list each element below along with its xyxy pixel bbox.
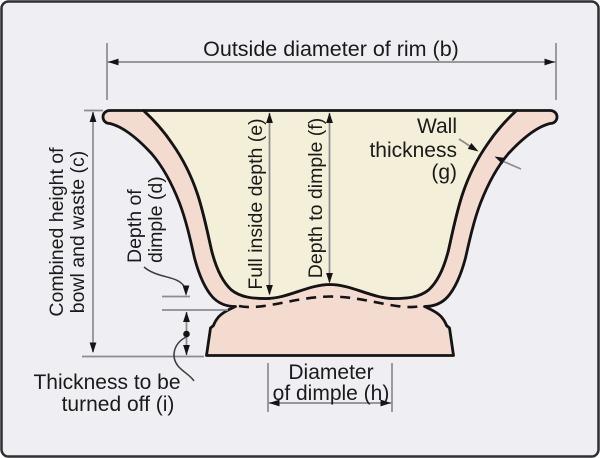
dimple-depth-label-line1: Depth of (124, 189, 146, 263)
turn-off-label-line1: Thickness to be (33, 371, 180, 394)
turn-off-label-line2: turned off (i) (62, 393, 175, 416)
wall-thickness-label-line1: Wall (417, 115, 457, 138)
dimple-diameter-label-line1: Diameter (288, 361, 373, 384)
turn-off-arrow-top (183, 311, 190, 322)
final-bottom-dashed-line (238, 295, 422, 309)
dimple-diameter-label-line2: of dimple (h) (273, 382, 390, 405)
turn-off-arrow-bottom (183, 345, 190, 356)
wall-thickness-label-line2: thickness (369, 139, 457, 162)
rim-diameter-arrow-right (544, 58, 555, 66)
rim-diameter-label: Outside diameter of rim (b) (203, 37, 459, 61)
combined-height-label-line1: Combined height of (46, 147, 68, 317)
wall-thickness-arrow-inner (467, 143, 479, 152)
depth-to-dimple-arrow-bottom (326, 273, 333, 284)
dimple-depth-arrow (182, 285, 190, 296)
inside-depth-arrow-top (266, 112, 273, 123)
turn-off-leader-dot (183, 330, 190, 338)
dimple-depth-label-line2: dimple (d) (145, 176, 167, 263)
turn-off-leader (173, 336, 195, 382)
depth-to-dimple-label: Depth to dimple (f) (305, 118, 327, 278)
depth-to-dimple-arrow-top (326, 112, 333, 123)
combined-height-label-line2: bowl and waste (c) (67, 151, 89, 314)
rim-diameter-arrow-left (108, 58, 119, 66)
wall-thickness-label-line3: (g) (431, 161, 457, 184)
dimple-diameter-arrow-left (269, 399, 280, 407)
combined-height-arrow-bottom (89, 342, 97, 353)
combined-height-arrow-top (89, 111, 97, 122)
dimple-diameter-arrow-right (380, 399, 391, 407)
inside-depth-arrow-bottom (266, 285, 273, 296)
inside-depth-label: Full inside depth (e) (245, 118, 267, 289)
wall-thickness-arrow-outer (494, 156, 506, 165)
